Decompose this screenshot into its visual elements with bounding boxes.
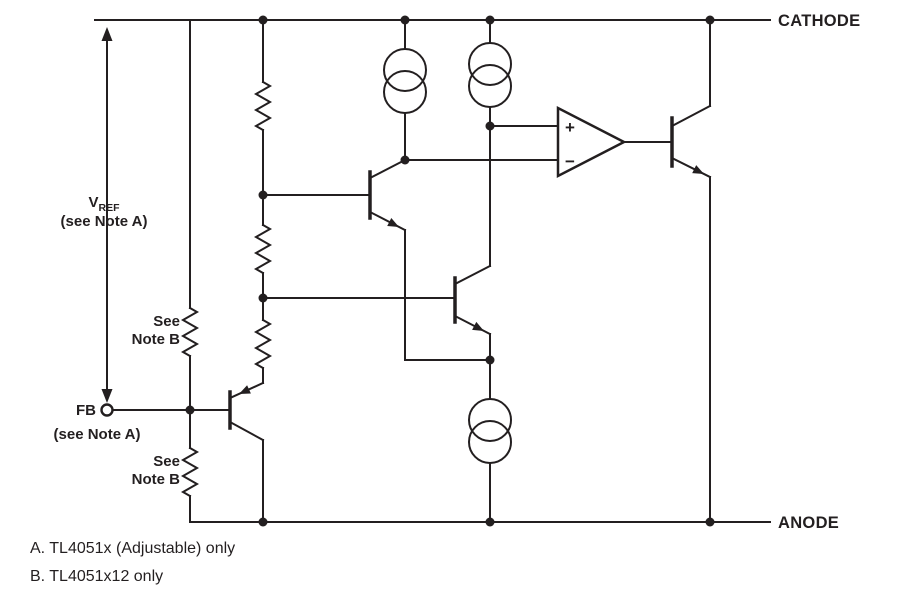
current-source-icon [383,48,427,92]
fb-note: (see Note A) [54,426,141,443]
vref-label: VREF [88,194,120,214]
arrowhead-down-icon [101,389,113,403]
fb-terminal [100,403,190,417]
transistor-collector-wire [670,104,712,128]
junction-dots [185,15,715,527]
junction-dot [258,293,268,303]
junction-dot [258,15,268,25]
divider-resistor-1 [253,80,273,132]
bandgap-divider [253,19,273,384]
left-feedback-rail [180,19,200,523]
output-transistor [670,19,712,523]
transistor-emitter-wire [368,210,407,232]
junction-dot [400,15,410,25]
bandgap-transistor-left [262,158,491,361]
footnote-a: A. TL4051x (Adjustable) only [30,540,235,557]
opamp-plus-sign: + [565,118,575,137]
transistor-emitter-wire [453,314,492,336]
emitter-arrow-icon [239,385,251,394]
emitter-arrow-icon [387,218,399,227]
junction-dot [485,517,495,527]
bandgap-transistor-right [262,125,492,361]
anode-label: ANODE [778,514,839,532]
junction-dot [258,190,268,200]
note-b-label-top-line2: Note B [132,331,181,348]
junction-dot [400,155,410,165]
opamp-triangle [556,105,627,179]
transistor-emitter-wire [670,156,712,179]
divider-resistor-2 [253,223,273,275]
feedback-resistor-bottom [180,446,200,498]
footnotes: A. TL4051x (Adjustable) only B. TL4051x1… [30,540,235,585]
error-amplifier [404,105,673,179]
note-b-label-bottom-line2: Note B [132,471,181,488]
fb-pin-circle [100,403,114,417]
junction-dot [185,405,195,415]
current-source-icon [468,42,512,86]
current-source-right [468,20,512,126]
junction-dot [705,517,715,527]
note-b-label-bottom-line1: See [153,453,180,470]
junction-dot [485,121,495,131]
current-source-bottom [468,360,512,522]
arrowhead-up-icon [101,27,113,41]
current-source-icon [468,398,512,442]
note-b-label-top-line1: See [153,313,180,330]
divider-resistor-3 [253,318,273,370]
footnote-b: B. TL4051x12 only [30,568,163,585]
transistor-collector-wire [368,158,407,180]
fb-label: FB [76,402,96,419]
vref-span-arrow [101,27,113,403]
transistor-collector-wire [228,420,265,442]
vref-note: (see Note A) [61,213,148,230]
cathode-label: CATHODE [778,12,860,30]
junction-dot [485,355,495,365]
opamp-minus-sign: − [565,152,575,171]
junction-dot [705,15,715,25]
feedback-resistor-top [180,306,200,358]
current-source-left [383,20,427,160]
transistor-collector-wire [453,264,492,286]
feedback-transistor [189,381,265,523]
emitter-arrow-icon [472,321,484,331]
emitter-arrow-icon [692,165,704,174]
junction-dot [485,15,495,25]
junction-dot [258,517,268,527]
